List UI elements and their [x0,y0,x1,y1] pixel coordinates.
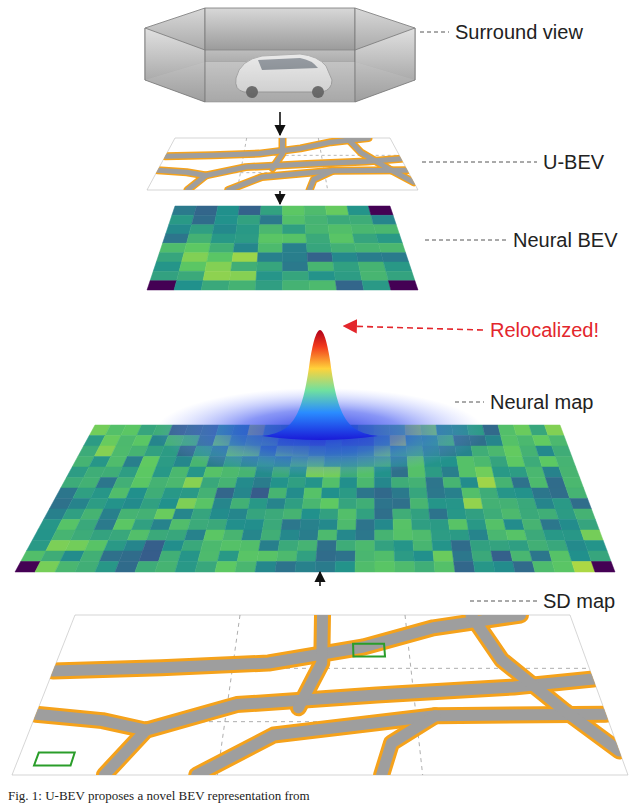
layer-label: U-BEV [543,150,604,174]
layer-label: Surround view [455,20,583,44]
surround-view-picture [145,8,415,102]
layer-label: Neural BEV [513,228,618,252]
layer-label: Neural map [490,390,593,414]
flow-arrow [279,191,281,204]
sd-map-picture [12,615,628,775]
u-bev-picture [147,138,418,190]
red-pointer [344,326,483,330]
layer-node: U-BEV [130,135,630,191]
figure-caption: Fig. 1: U-BEV proposes a novel BEV repre… [8,788,310,804]
layer-node: Neural BEV [130,204,630,292]
probability-peak [262,330,378,440]
layer-node: SD map [10,586,630,776]
layer-node: Surround view [130,0,630,112]
annotation-label: Relocalized! [490,318,599,342]
layer-label: SD map [543,589,615,613]
leader-lines [420,32,538,601]
layer-node: Neural map [15,385,630,572]
flow-arrow [279,112,281,135]
flow-arrow [319,572,321,586]
neural-bev-heatmap [147,206,418,290]
